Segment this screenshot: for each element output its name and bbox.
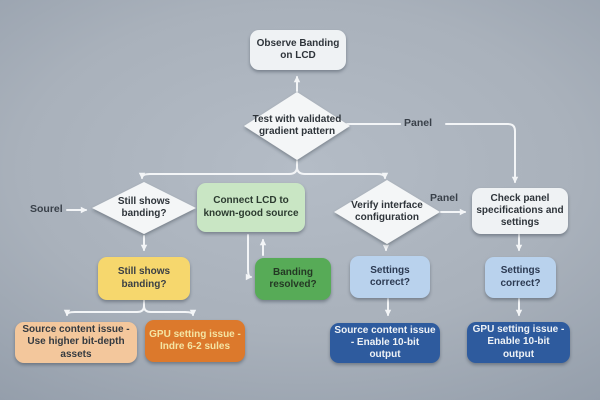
decision-still-shows-label: Still shows banding?: [117, 196, 171, 219]
node-banding-resolved: Banding resolved?: [255, 258, 331, 300]
edge-split-right: [296, 166, 389, 180]
decision-verify-interface-shape: [334, 180, 440, 244]
node-settings-correct-left: Settings correct?: [350, 256, 430, 298]
edge-test-panel-b: [445, 123, 519, 184]
node-observe-banding: Observe Banding on LCD: [250, 30, 346, 70]
edge-stillbox-left: [63, 305, 145, 317]
node-check-panel: Check panel specifications and settings: [472, 188, 568, 234]
node-gpu-setting-10bit: GPU setting issue - Enable 10-bit output: [467, 322, 570, 363]
decision-test-gradient-label: Test with validated gradient pattern: [252, 114, 342, 137]
node-still-shows-step: Still shows banding?: [98, 257, 190, 300]
decision-verify-interface-label: Verify interface configuration: [351, 200, 423, 223]
edge-connect-to-resolved: [245, 234, 253, 281]
node-gpu-setting-indre: GPU setting issue - Indre 6-2 sules: [145, 320, 245, 362]
edge-stillbox-right: [143, 305, 197, 317]
edge-label-panel-top: Panel: [404, 117, 433, 129]
decision-test-gradient-shape: [244, 92, 350, 160]
node-connect-lcd: Connect LCD to known-good source: [197, 183, 305, 232]
node-source-content-10bit: Source content issue - Enable 10-bit out…: [330, 323, 440, 363]
node-source-content-bitdepth: Source content issue - Use higher bit-de…: [15, 322, 137, 363]
edge-label-sourel: Sourel: [30, 203, 63, 215]
decision-still-shows-shape: [92, 182, 196, 234]
edge-split-left: [138, 166, 298, 180]
node-settings-correct-right: Settings correct?: [485, 257, 556, 298]
edge-label-panel-mid: Panel: [430, 192, 459, 204]
